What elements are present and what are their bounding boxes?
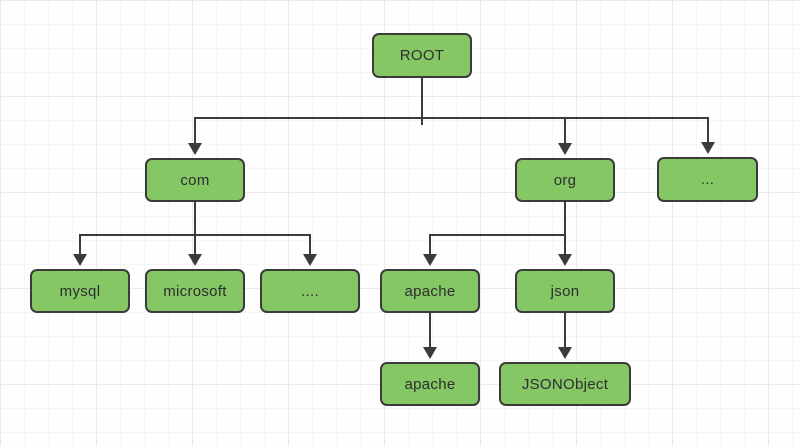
node-apache_pkg[interactable]: apache	[380, 362, 480, 406]
arrowhead-icon	[188, 143, 202, 155]
node-apache[interactable]: apache	[380, 269, 480, 313]
edge-segment	[79, 234, 196, 236]
edge-segment	[564, 313, 566, 347]
node-microsoft[interactable]: microsoft	[145, 269, 245, 313]
edge-segment	[564, 117, 566, 143]
arrowhead-icon	[423, 254, 437, 266]
node-label: json	[550, 282, 580, 300]
edge-segment	[564, 202, 566, 254]
edge-segment	[421, 117, 709, 119]
edge-segment	[421, 78, 423, 119]
edge-segment	[429, 313, 431, 347]
edge-segment	[421, 119, 423, 125]
node-label: ....	[301, 282, 319, 300]
node-label: ROOT	[399, 47, 445, 64]
arrowhead-icon	[188, 254, 202, 266]
edge-segment	[194, 117, 423, 119]
edge-segment	[309, 234, 311, 254]
node-label: apache	[404, 282, 456, 300]
node-label: microsoft	[163, 282, 227, 300]
node-label: ...	[700, 171, 715, 188]
edge-segment	[194, 234, 311, 236]
node-jsonobject[interactable]: JSONObject	[499, 362, 631, 406]
edge-segment	[429, 234, 431, 254]
node-label: org	[553, 171, 577, 189]
node-com[interactable]: com	[145, 158, 245, 202]
node-mysql[interactable]: mysql	[30, 269, 130, 313]
node-org[interactable]: org	[515, 158, 615, 202]
edge-segment	[706, 117, 709, 142]
arrowhead-icon	[303, 254, 317, 266]
node-label: mysql	[59, 282, 101, 300]
arrowhead-icon	[73, 254, 87, 266]
node-etc_com[interactable]: ....	[260, 269, 360, 313]
arrowhead-icon	[558, 254, 572, 266]
node-etc_top[interactable]: ...	[657, 157, 758, 202]
edge-segment	[194, 202, 196, 236]
node-json[interactable]: json	[515, 269, 615, 313]
node-label: JSONObject	[521, 375, 609, 393]
arrowhead-icon	[558, 347, 572, 359]
node-label: com	[180, 171, 210, 189]
edge-segment	[79, 234, 81, 254]
edge-segment	[194, 117, 196, 143]
arrowhead-icon	[423, 347, 437, 359]
node-root[interactable]: ROOT	[372, 33, 472, 78]
edge-segment	[429, 234, 566, 236]
arrowhead-icon	[558, 143, 572, 155]
arrowhead-icon	[700, 142, 715, 154]
node-label: apache	[404, 375, 456, 393]
